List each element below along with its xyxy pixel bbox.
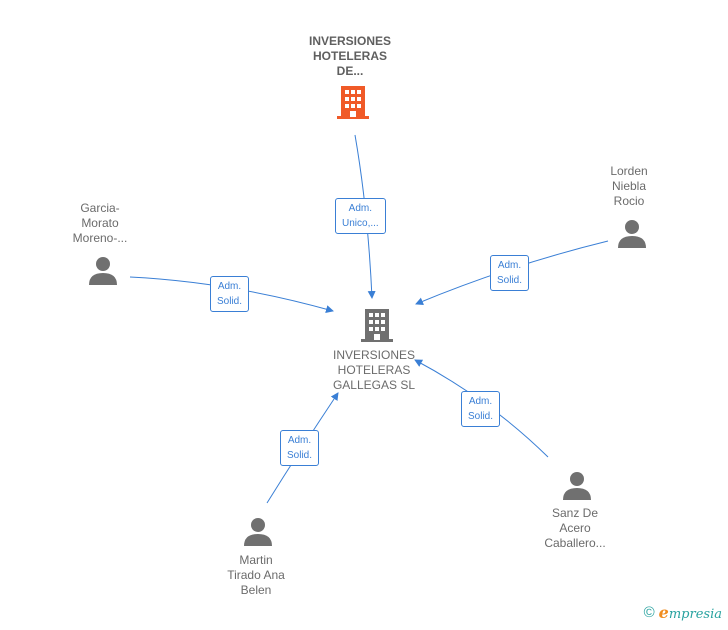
copyright-icon: ©	[643, 604, 655, 621]
person-icon[interactable]	[617, 218, 647, 248]
building-icon[interactable]	[337, 84, 369, 120]
edge-label-right[interactable]: Adm. Solid.	[490, 255, 530, 291]
node-top-label[interactable]: INVERSIONES HOTELERAS DE...	[308, 34, 392, 78]
building-icon[interactable]	[361, 307, 393, 343]
node-left-label[interactable]: Garcia- Morato Moreno-...	[72, 201, 128, 245]
node-bottom-left-label[interactable]: Martin Tirado Ana Belen	[227, 553, 285, 597]
person-icon[interactable]	[562, 470, 592, 500]
edge-label-top[interactable]: Adm. Unico,...	[335, 198, 386, 234]
brand-logo[interactable]: empresia	[658, 603, 722, 622]
node-center-label[interactable]: INVERSIONES HOTELERAS GALLEGAS SL	[332, 348, 416, 392]
person-icon[interactable]	[243, 516, 273, 546]
edge-label-left[interactable]: Adm. Solid.	[210, 276, 250, 312]
footer-brand: © empresia	[644, 603, 722, 622]
person-icon[interactable]	[88, 255, 118, 285]
node-bottom-right-label[interactable]: Sanz De Acero Caballero...	[544, 506, 606, 550]
node-right-label[interactable]: Lorden Niebla Rocio	[610, 164, 648, 208]
edge-label-bottom-left[interactable]: Adm. Solid.	[280, 430, 320, 466]
edge-label-bottom-right[interactable]: Adm. Solid.	[461, 391, 501, 427]
